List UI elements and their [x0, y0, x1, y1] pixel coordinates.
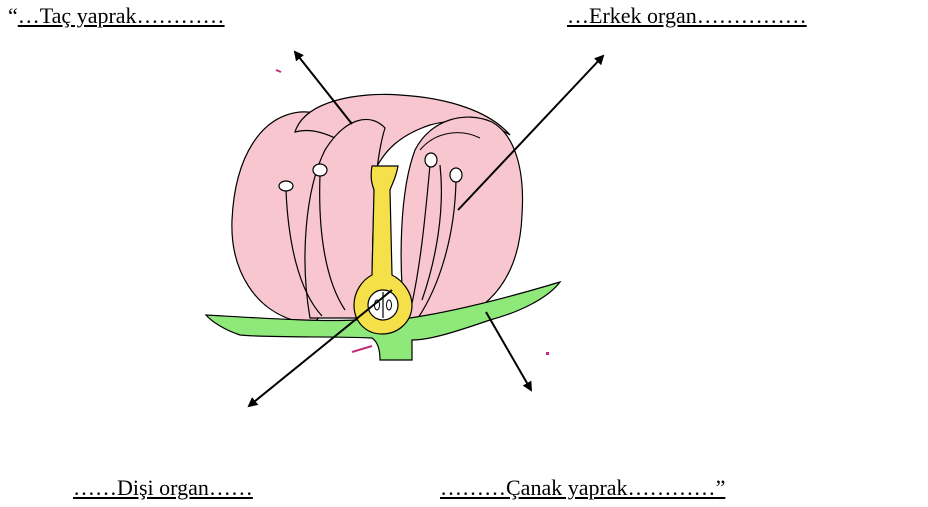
anther [425, 153, 437, 167]
petal-label-text: …Taç yaprak………… [18, 3, 225, 28]
stray-mark [546, 352, 549, 355]
arrow-to-sepal-label [486, 312, 531, 390]
close-quote: ” [716, 475, 726, 500]
sepal-label-text: ………Çanak yaprak………… [440, 475, 716, 500]
anther [450, 168, 462, 182]
stray-mark [276, 70, 281, 72]
label-stamen: …Erkek organ…………… [567, 4, 807, 28]
anther [279, 181, 293, 191]
ovule [387, 300, 392, 310]
label-petal: “…Taç yaprak………… [8, 4, 225, 28]
label-sepal: ………Çanak yaprak…………” [440, 476, 725, 500]
label-pistil: ……Dişi organ…… [73, 476, 253, 500]
stray-mark [352, 346, 372, 352]
anther [313, 164, 327, 176]
petal-right [401, 117, 522, 324]
open-quote: “ [8, 3, 18, 28]
